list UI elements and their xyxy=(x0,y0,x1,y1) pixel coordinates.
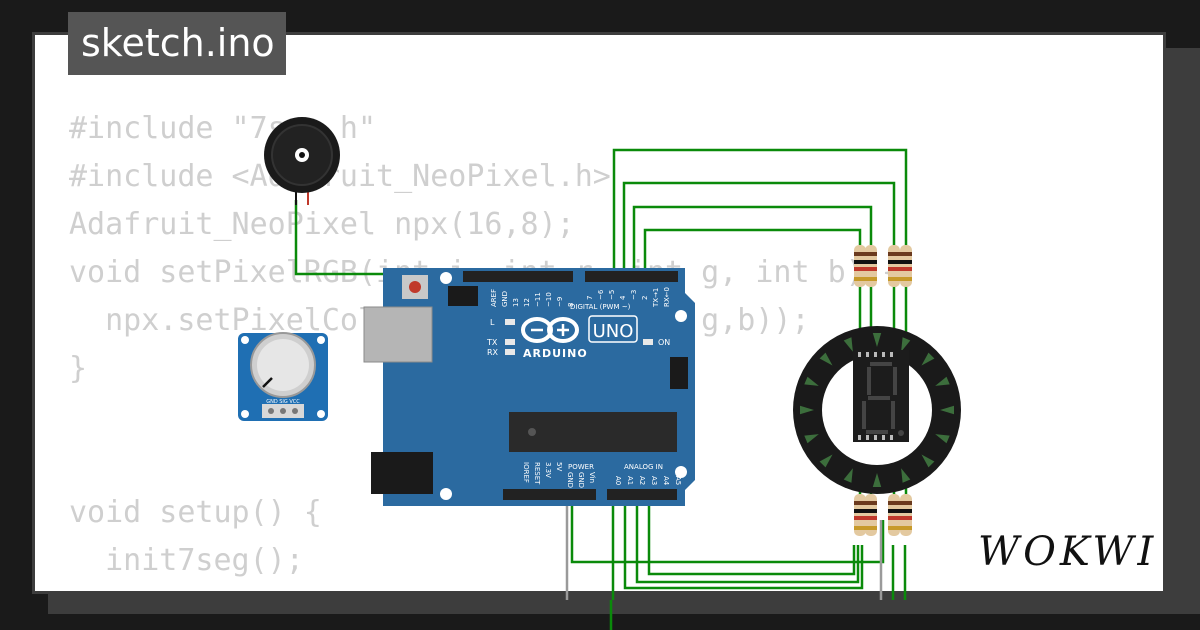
svg-text:~6: ~6 xyxy=(597,289,605,300)
resistor[interactable] xyxy=(888,494,900,536)
seven-segment-display[interactable] xyxy=(853,350,909,442)
svg-text:AREF: AREF xyxy=(490,289,498,307)
svg-text:A2: A2 xyxy=(638,476,646,485)
resistor[interactable] xyxy=(865,245,877,287)
svg-text:2: 2 xyxy=(641,296,649,300)
neopixel-led xyxy=(872,473,882,487)
svg-text:5V: 5V xyxy=(555,462,563,471)
usb-connector xyxy=(363,306,433,363)
resistor[interactable] xyxy=(865,494,877,536)
neopixel-led xyxy=(804,376,819,386)
neopixel-led xyxy=(935,434,950,444)
wire-a1 xyxy=(623,492,864,590)
svg-text:RESET: RESET xyxy=(533,462,541,485)
svg-text:4: 4 xyxy=(619,295,627,300)
resistor[interactable] xyxy=(900,494,912,536)
led-on-label: ON xyxy=(658,338,670,347)
digital-section-label: DIGITAL (PWM ~) xyxy=(570,303,631,311)
digital-header-left xyxy=(463,271,573,282)
svg-text:A3: A3 xyxy=(650,476,658,485)
wires xyxy=(294,148,908,600)
neopixel-led xyxy=(901,468,911,483)
svg-text:RX←0: RX←0 xyxy=(663,287,671,307)
svg-text:3.3V: 3.3V xyxy=(544,462,552,478)
neopixel-led xyxy=(940,405,954,415)
wire-a2 xyxy=(635,492,860,584)
svg-text:A1: A1 xyxy=(626,476,634,485)
svg-text:13: 13 xyxy=(512,298,520,307)
svg-text:Vin: Vin xyxy=(588,472,596,483)
svg-text:~5: ~5 xyxy=(608,290,616,300)
wire-seg-c xyxy=(632,205,873,283)
neopixel-led xyxy=(901,337,911,352)
analog-pin-labels: A0 A1 A2 A3 A4 A5 xyxy=(614,476,682,486)
power-jack xyxy=(371,452,433,494)
wire-seg-a xyxy=(612,148,908,283)
led-tx-label: TX xyxy=(486,338,498,347)
resistor[interactable] xyxy=(888,245,900,287)
neopixel-led xyxy=(800,405,814,415)
svg-text:GND: GND xyxy=(501,291,509,307)
digital-header-right xyxy=(585,271,678,282)
svg-text:A4: A4 xyxy=(662,476,670,486)
svg-text:A0: A0 xyxy=(614,476,622,485)
code-line: Adafruit_NeoPixel npx(16,8); xyxy=(69,207,575,242)
power-pin-labels: IOREF RESET 3.3V 5V GND GND Vin xyxy=(522,462,596,488)
neopixel-led xyxy=(872,333,882,347)
neopixel-led xyxy=(935,376,950,386)
resistor[interactable] xyxy=(854,494,866,536)
svg-text:8: 8 xyxy=(567,303,575,307)
resistor[interactable] xyxy=(900,245,912,287)
code-line: init7seg(); xyxy=(69,543,304,578)
led-l-label: L xyxy=(490,318,495,327)
code-line: void setup() { xyxy=(69,495,322,530)
arduino-brand-label: ARDUINO xyxy=(523,347,588,360)
svg-text:GND: GND xyxy=(577,472,585,488)
svg-text:IOREF: IOREF xyxy=(522,462,530,483)
neopixel-leds xyxy=(800,333,954,487)
power-header xyxy=(503,489,596,500)
atmega-chip xyxy=(509,412,677,452)
neopixel-led xyxy=(843,337,853,352)
neopixel-led xyxy=(921,352,935,366)
neopixel-led xyxy=(819,352,833,366)
sketch-filename-tab[interactable]: sketch.ino xyxy=(68,12,286,75)
svg-text:7: 7 xyxy=(586,296,594,300)
arduino-logo-icon xyxy=(521,317,579,343)
svg-text:GND: GND xyxy=(566,472,574,488)
analog-section-label: ANALOG IN xyxy=(624,463,663,471)
wire-seg-b xyxy=(622,181,896,283)
neopixel-led xyxy=(804,434,819,444)
svg-text:A5: A5 xyxy=(674,476,682,485)
code-editor: #include "7seg.h"#include <Adafruit_NeoP… xyxy=(69,105,900,591)
power-section-label: POWER xyxy=(568,463,594,471)
neopixel-led xyxy=(921,454,935,468)
analog-header xyxy=(607,489,677,500)
wire-a3 xyxy=(647,492,856,576)
neopixel-led xyxy=(843,468,853,483)
svg-text:~10: ~10 xyxy=(545,292,553,307)
resistor[interactable] xyxy=(854,245,866,287)
wokwi-logo: WOKWI xyxy=(978,529,1158,575)
digital-pin-labels: AREF GND 13 12 ~11 ~10 ~9 8 7 ~6 ~5 4 ~3… xyxy=(490,287,671,308)
code-line: } xyxy=(69,351,88,386)
svg-text:TX→1: TX→1 xyxy=(652,288,660,308)
board-model-label: UNO xyxy=(593,321,634,342)
wire-seg-d xyxy=(643,228,862,283)
potentiometer-pin-labels: GND SIG VCC xyxy=(266,399,300,405)
led-rx-label: RX xyxy=(487,348,499,357)
neopixel-led xyxy=(819,454,833,468)
arduino-uno-board[interactable]: AREF GND 13 12 ~11 ~10 ~9 8 7 ~6 ~5 4 ~3… xyxy=(363,268,695,506)
potentiometer[interactable]: GND SIG VCC xyxy=(238,332,328,421)
resistors xyxy=(854,245,912,536)
svg-text:~9: ~9 xyxy=(556,297,564,307)
svg-text:~3: ~3 xyxy=(630,290,638,300)
svg-text:~11: ~11 xyxy=(534,292,542,307)
piezo-buzzer[interactable] xyxy=(264,117,340,205)
svg-text:12: 12 xyxy=(523,298,531,307)
